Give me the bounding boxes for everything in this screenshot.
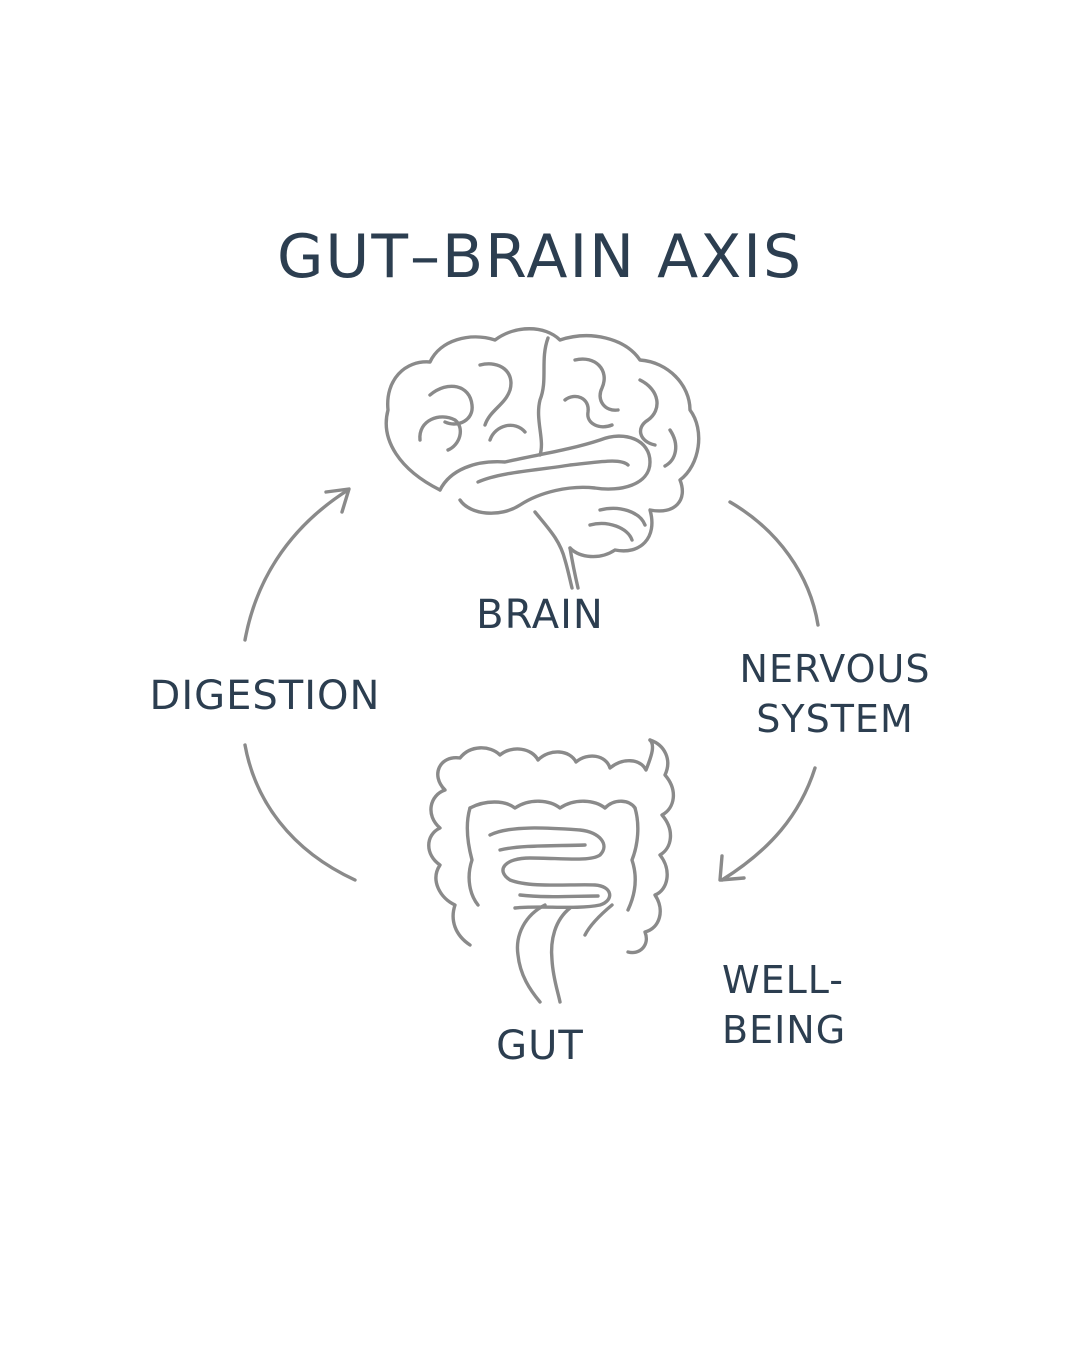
- gut-to-digestion-arc: [243, 743, 357, 882]
- well-being-label: WELL- BEING: [722, 955, 872, 1055]
- brain-to-nervous-system-arc: [728, 500, 820, 627]
- nervous-system-to-gut-arrow: [718, 766, 817, 882]
- well-being-label-line2: BEING: [722, 1008, 847, 1052]
- nervous-system-label: NERVOUS SYSTEM: [715, 644, 955, 744]
- digestion-to-brain-arrow: [243, 487, 351, 642]
- well-being-label-line1: WELL-: [722, 958, 844, 1002]
- page-title: GUT–BRAIN AXIS: [276, 222, 804, 292]
- brain-label: BRAIN: [476, 592, 604, 638]
- brain-icon: [384, 327, 701, 590]
- digestion-label: DIGESTION: [149, 673, 381, 719]
- nervous-system-label-line1: NERVOUS: [739, 647, 931, 691]
- nervous-system-label-line2: SYSTEM: [756, 697, 914, 741]
- gut-label: GUT: [496, 1023, 584, 1069]
- intestines-icon: [427, 738, 675, 1004]
